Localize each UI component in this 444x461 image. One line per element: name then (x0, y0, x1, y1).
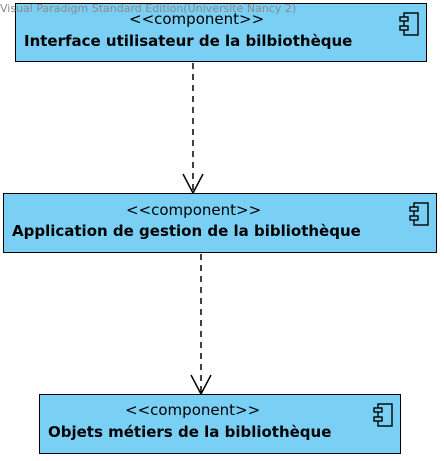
component-objets-metiers[interactable]: <<component>> Objets métiers de la bibli… (39, 394, 401, 454)
component-interface-utilisateur[interactable]: <<component>> Interface utilisateur de l… (15, 3, 427, 62)
component-name: Interface utilisateur de la bilbiothèque (24, 32, 353, 50)
component-name: Application de gestion de la bibliothèqu… (12, 222, 361, 240)
component-application-gestion[interactable]: <<component>> Application de gestion de … (3, 193, 437, 253)
component-icon (399, 12, 419, 36)
component-stereotype: <<component>> (129, 10, 265, 28)
watermark: Visual Paradigm Standard Edition(Univers… (0, 2, 297, 15)
component-name: Objets métiers de la bibliothèque (48, 423, 332, 441)
component-icon (409, 202, 429, 226)
component-stereotype: <<component>> (125, 401, 261, 419)
component-icon (373, 403, 393, 427)
component-stereotype: <<component>> (126, 201, 262, 219)
